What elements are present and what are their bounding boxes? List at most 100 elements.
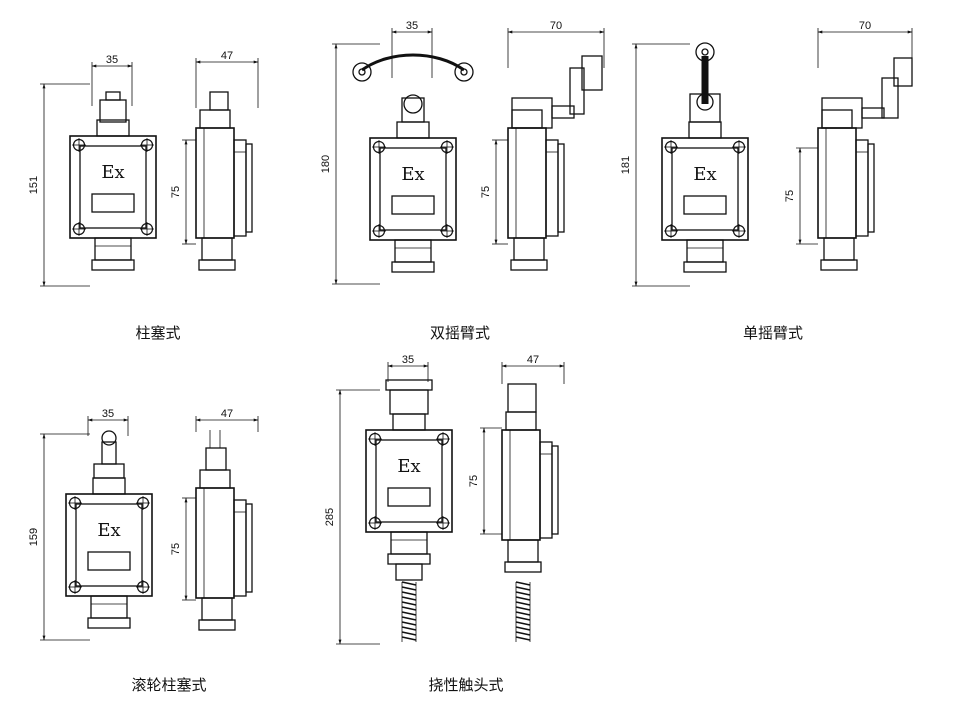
gland-nut: [87, 617, 131, 629]
arm-roller: [695, 42, 715, 62]
side-roller: [581, 55, 603, 91]
caption-flexible-contact: 挠性触头式: [428, 676, 503, 694]
bolt-icon: [440, 224, 454, 238]
side-gland: [507, 539, 539, 563]
flexible-spring-icon: [395, 563, 423, 642]
dimension-label: 75: [170, 186, 182, 198]
side-view: [501, 411, 559, 573]
gland-nut: [683, 261, 727, 273]
side-top-neck: [821, 109, 853, 129]
spring-coil: [515, 606, 531, 611]
side-top-neck: [199, 109, 231, 129]
side-top-neck: [511, 109, 543, 129]
bolt-icon: [368, 432, 382, 446]
spring-coil: [401, 586, 417, 591]
side-view: [507, 109, 565, 271]
side-gland-nut: [198, 259, 236, 271]
dim-mount-height: 75: [468, 427, 502, 535]
side-arm-icon: [569, 67, 585, 115]
spring-coil: [401, 626, 417, 631]
arm-pivot: [403, 94, 423, 114]
front-cover: [79, 145, 147, 229]
side-gland-nut: [198, 619, 236, 631]
ex-marking: Ex: [97, 520, 120, 541]
side-view: [817, 109, 875, 271]
front-cover: [375, 439, 443, 523]
dimension-label: 70: [550, 20, 562, 32]
nameplate: [387, 487, 431, 507]
front-view: Ex: [365, 413, 453, 565]
side-head: [511, 97, 553, 129]
side-arm-shaft: [551, 105, 575, 119]
left-roller: [352, 62, 372, 82]
dim-overall-height: 181: [620, 43, 690, 287]
dim-side-width: 70: [817, 20, 913, 68]
spring-coil: [515, 621, 531, 626]
bolt-icon: [136, 496, 150, 510]
roller-wheel-icon: [101, 430, 117, 446]
bolt-icon: [140, 138, 154, 152]
spring-coil: [515, 626, 531, 631]
side-head: [821, 97, 863, 129]
side-arm-icon: [881, 77, 899, 119]
bolt-icon: [664, 224, 678, 238]
side-roller-stem: [205, 447, 227, 471]
double-arm-icon: [361, 53, 465, 72]
bolt-icon: [732, 224, 746, 238]
spring-base: [395, 563, 423, 581]
top-neck: [92, 477, 126, 495]
dimension-label: 285: [324, 508, 336, 526]
side-enclosure: [195, 487, 235, 599]
top-cap: [389, 389, 429, 415]
spring-coil: [515, 636, 531, 641]
dimension-label: 75: [468, 475, 480, 487]
bolt-icon: [68, 496, 82, 510]
side-gland-nut: [504, 561, 542, 573]
spring-coil: [401, 591, 417, 596]
top-neck: [392, 413, 426, 431]
dimension-label: 35: [106, 54, 118, 66]
side-cover: [855, 139, 869, 237]
front-enclosure: [69, 135, 157, 239]
dim-side-width: 47: [195, 50, 259, 108]
arm-roller-hub: [701, 48, 709, 56]
side-top-neck: [199, 469, 231, 489]
dimension-label: 47: [221, 50, 233, 62]
bolt-icon: [372, 140, 386, 154]
dimension-label: 75: [480, 186, 492, 198]
bolt-icon: [72, 138, 86, 152]
bottom-gland: [394, 239, 432, 263]
left-roller-hub: [358, 68, 366, 76]
side-cover: [539, 441, 553, 539]
bolt-icon: [732, 140, 746, 154]
bolt-icon: [140, 222, 154, 236]
bolt-icon: [440, 140, 454, 154]
dim-overall-height: 285: [324, 389, 380, 645]
dimension-label: 35: [402, 354, 414, 366]
spring-coil: [401, 601, 417, 606]
right-roller: [454, 62, 474, 82]
bolt-icon: [72, 222, 86, 236]
nameplate: [683, 195, 727, 215]
spring-coil: [401, 596, 417, 601]
spring-coil: [401, 616, 417, 621]
bolt-icon: [436, 432, 450, 446]
front-cover: [671, 147, 739, 231]
side-view: [195, 109, 253, 271]
spring-coil: [401, 621, 417, 626]
dimension-label: 159: [28, 528, 40, 546]
nameplate: [91, 193, 135, 213]
ex-marking: Ex: [101, 162, 124, 183]
side-cover-lip: [551, 445, 559, 535]
side-cover-lip: [245, 503, 253, 593]
dim-mount-height: 75: [784, 147, 818, 245]
spring-coil: [515, 616, 531, 621]
dim-mount-height: 75: [170, 497, 196, 601]
side-gland-nut: [510, 259, 548, 271]
dimension-label: 35: [406, 20, 418, 32]
